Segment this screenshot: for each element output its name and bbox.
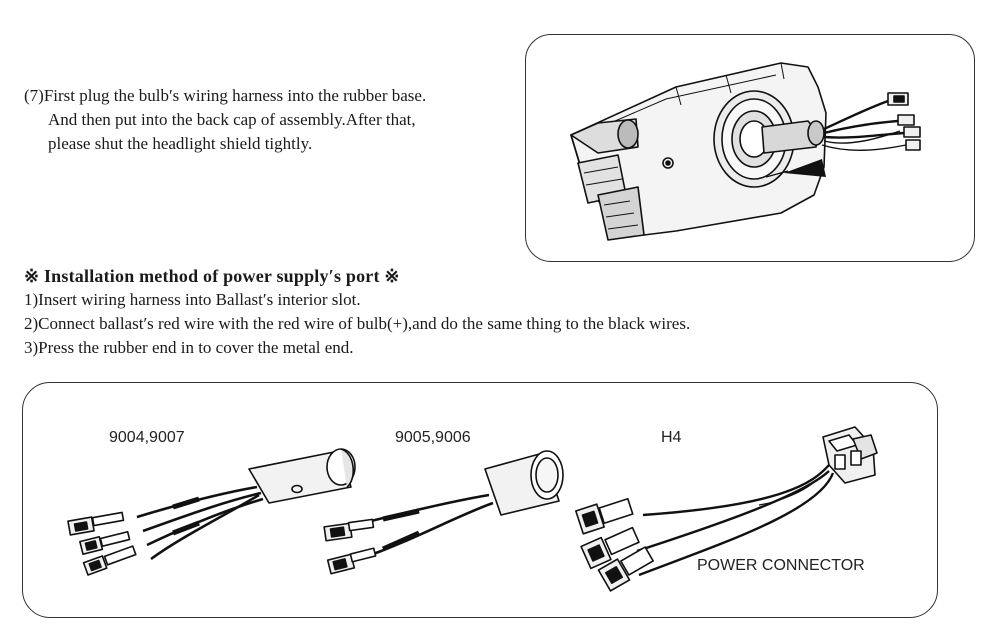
- connector-label-h4: H4: [661, 429, 682, 446]
- step-7-line-1: (7)First plug the bulb′s wiring harness …: [24, 86, 427, 105]
- installation-section: ※ Installation method of power supply′s …: [24, 264, 984, 360]
- headlight-assembly-panel: [525, 34, 975, 262]
- power-connector-caption: POWER CONNECTOR: [697, 557, 865, 574]
- installation-step-1: 1)Insert wiring harness into Ballast′s i…: [24, 290, 361, 309]
- connector-label-9005-9006: 9005,9006: [395, 429, 471, 446]
- step-7-instructions: (7)First plug the bulb′s wiring harness …: [24, 84, 504, 156]
- 9004-9007-connector-illustration: [67, 448, 356, 576]
- installation-heading: ※ Installation method of power supply′s …: [24, 266, 400, 286]
- h4-power-connector-illustration: [575, 426, 878, 592]
- insert-arrow-icon: [765, 159, 826, 178]
- headlight-assembly-illustration: [570, 62, 921, 241]
- step-7-line-2: And then put into the back cap of assemb…: [48, 110, 416, 129]
- installation-step-2: 2)Connect ballast′s red wire with the re…: [24, 314, 691, 333]
- installation-step-3: 3)Press the rubber end in to cover the m…: [24, 338, 354, 357]
- connector-label-9004-9007: 9004,9007: [109, 429, 185, 446]
- connectors-panel: 9004,9007 9005,9006 H4 POWER CONNECTOR: [22, 382, 938, 618]
- 9005-9006-connector-illustration: [323, 450, 564, 575]
- step-7-line-3: please shut the headlight shield tightly…: [48, 134, 313, 153]
